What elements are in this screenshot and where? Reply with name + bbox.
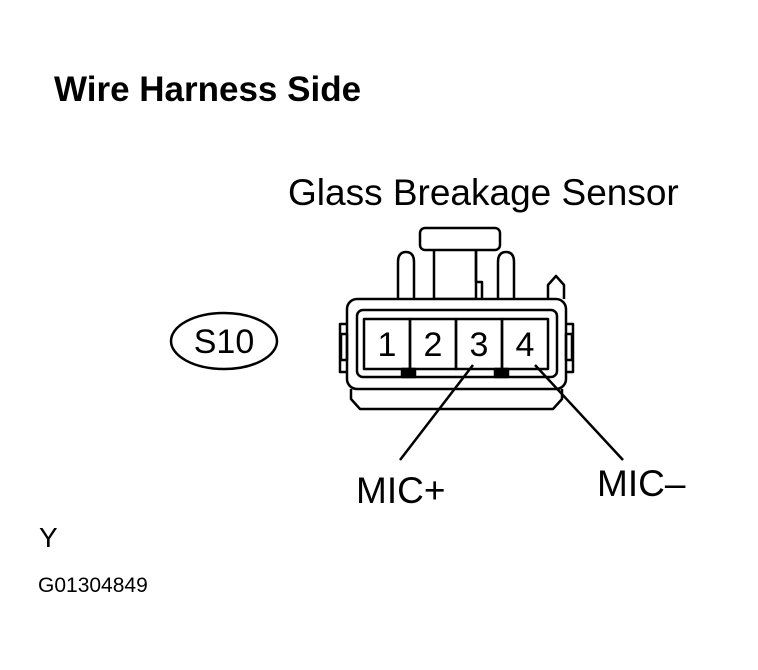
figure-id-label: G01304849: [38, 574, 148, 597]
connector-code: S10: [194, 323, 255, 361]
pin-number: 1: [378, 326, 397, 364]
connector-body: [338, 297, 575, 411]
terminal-label-mic-plus: MIC+: [356, 470, 446, 511]
connector-latch: [396, 226, 566, 301]
diagram-title: Wire Harness Side: [54, 70, 362, 109]
pin-number: 3: [470, 326, 489, 364]
component-name-label: Glass Breakage Sensor: [288, 172, 679, 213]
view-code-label: Y: [39, 522, 58, 553]
pin-number: 4: [516, 326, 535, 364]
terminal-label-mic-minus: MIC–: [597, 463, 686, 504]
pin-number: 2: [424, 326, 443, 364]
connector-code-oval: [169, 311, 279, 371]
leader-line-mic-minus: [534, 364, 624, 461]
leader-line-mic-plus: [399, 364, 474, 461]
